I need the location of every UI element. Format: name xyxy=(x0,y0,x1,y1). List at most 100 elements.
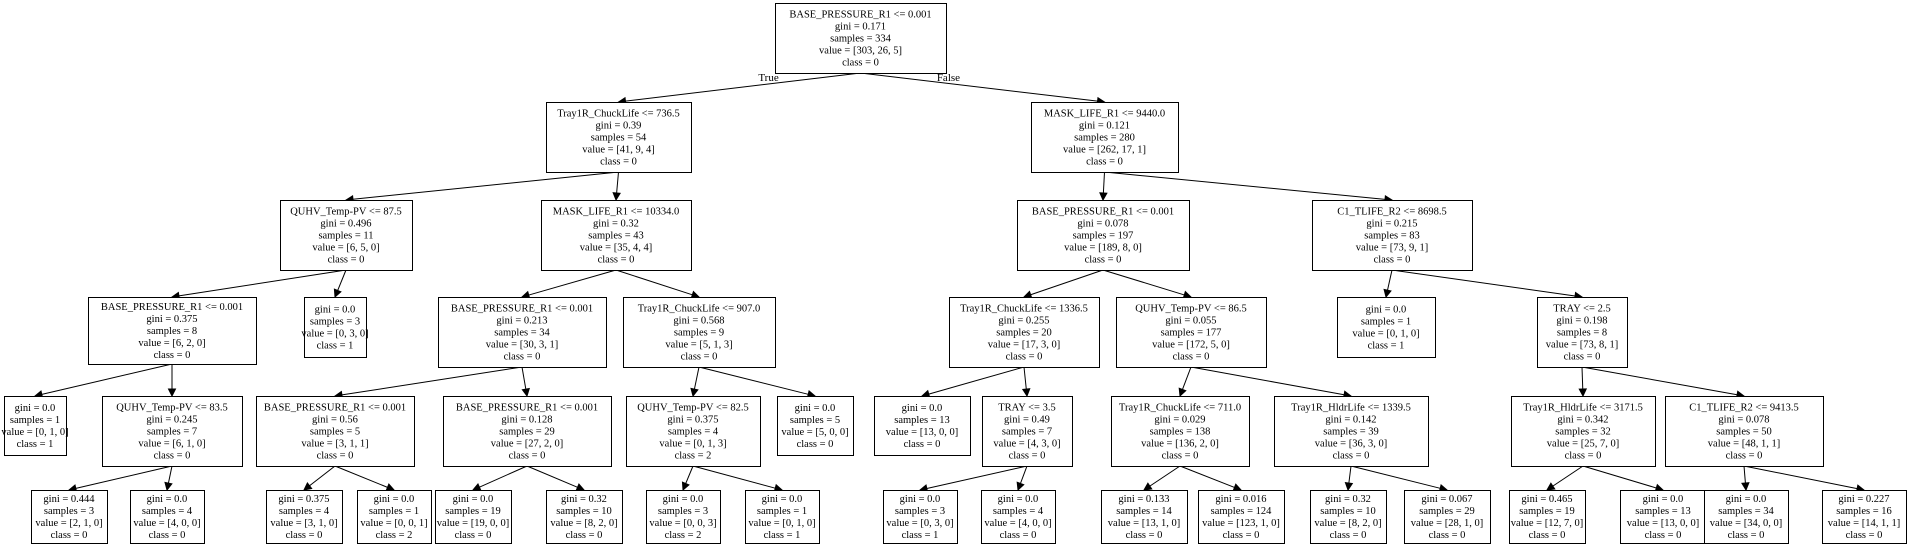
node-box xyxy=(443,396,612,467)
node-line: Tray1R_ChuckLife <= 907.0 xyxy=(638,304,761,315)
node-line: samples = 34 xyxy=(494,328,550,339)
edge-n25-n41 xyxy=(1552,465,1584,487)
edge-n5-n11 xyxy=(1030,269,1104,296)
edge-n18-n32 xyxy=(526,465,578,488)
arrowhead-icon xyxy=(690,387,699,398)
node-line: value = [41, 9, 4] xyxy=(582,145,654,156)
node-line: gini = 0.0 xyxy=(1726,494,1767,505)
node-line: samples = 8 xyxy=(1557,328,1607,339)
node-line: C1_TLIFE_R2 <= 9413.5 xyxy=(1689,403,1799,414)
node-line: gini = 0.0 xyxy=(374,494,415,505)
node-line: BASE_PRESSURE_R1 <= 0.001 xyxy=(101,302,243,313)
node-line: gini = 0.121 xyxy=(1079,121,1130,132)
edge-n6-n13 xyxy=(1387,269,1393,291)
node-box xyxy=(1511,396,1656,467)
edge-n14-n26 xyxy=(1581,366,1738,396)
node-line: class = 1 xyxy=(902,530,939,541)
arrowhead-icon xyxy=(1021,388,1031,398)
node-line: samples = 3 xyxy=(310,317,360,328)
arrowhead-icon xyxy=(1344,482,1354,492)
node-line: samples = 138 xyxy=(1150,427,1211,438)
node-line: gini = 0.215 xyxy=(1366,219,1417,230)
node-line: samples = 5 xyxy=(790,415,840,426)
node-line: class = 0 xyxy=(154,451,191,462)
node-line: gini = 0.142 xyxy=(1325,415,1376,426)
node-line: gini = 0.496 xyxy=(320,219,371,230)
node-line: class = 0 xyxy=(1565,451,1602,462)
node-box xyxy=(775,3,947,74)
node-line: gini = 0.32 xyxy=(593,219,639,230)
node-line: samples = 197 xyxy=(1073,231,1134,242)
node-line: samples = 29 xyxy=(1419,506,1475,517)
node-line: samples = 177 xyxy=(1161,328,1222,339)
node-line: MASK_LIFE_R1 <= 10334.0 xyxy=(553,207,679,218)
edge-n19-n34 xyxy=(692,465,776,489)
node-line: Tray1R_HldrLife <= 1339.5 xyxy=(1291,403,1411,414)
node-box xyxy=(1031,102,1179,173)
node-box xyxy=(357,490,432,544)
node-line: samples = 50 xyxy=(1716,427,1772,438)
arrowhead-icon xyxy=(575,483,586,492)
edge-n1-n3 xyxy=(352,171,619,200)
node-line: class = 0 xyxy=(904,439,941,450)
node-line: samples = 10 xyxy=(556,506,612,517)
node-line: gini = 0.067 xyxy=(1421,494,1472,505)
node-line: value = [8, 2, 0] xyxy=(1314,518,1381,529)
node-box xyxy=(1312,200,1473,271)
node-line: value = [3, 1, 1] xyxy=(301,439,368,450)
node-line: QUHV_Temp-PV <= 83.5 xyxy=(116,403,228,414)
node-line: TRAY <= 2.5 xyxy=(1553,304,1610,315)
node-line: class = 0 xyxy=(1162,451,1199,462)
node-line: value = [13, 0, 0] xyxy=(886,427,958,438)
node-line: value = [13, 0, 0] xyxy=(1627,518,1699,529)
arrowhead-icon xyxy=(1178,387,1187,398)
node-line: class = 0 xyxy=(154,350,191,361)
edge-n16-n28 xyxy=(167,465,173,484)
node-line: class = 0 xyxy=(1374,255,1411,266)
node-line: value = [5, 0, 0] xyxy=(781,427,848,438)
node-line: gini = 0.375 xyxy=(146,314,197,325)
node-line: value = [6, 5, 0] xyxy=(312,243,379,254)
node-line: QUHV_Temp-PV <= 87.5 xyxy=(290,207,402,218)
edge-n14-n25 xyxy=(1581,366,1584,390)
node-line: gini = 0.0 xyxy=(998,494,1039,505)
node-line: value = [136, 2, 0] xyxy=(1141,439,1219,450)
node-line: class = 0 xyxy=(600,157,637,168)
node-line: value = [28, 1, 0] xyxy=(1411,518,1483,529)
node-box xyxy=(256,396,415,467)
node-line: samples = 3 xyxy=(44,506,94,517)
node-box xyxy=(280,200,413,271)
node-line: class = 0 xyxy=(328,255,365,266)
node-line: gini = 0.375 xyxy=(278,494,329,505)
node-line: value = [262, 17, 1] xyxy=(1063,145,1146,156)
node-line: samples = 4 xyxy=(668,427,719,438)
node-line: gini = 0.227 xyxy=(1838,494,1889,505)
node-line: samples = 1 xyxy=(757,506,807,517)
node-box xyxy=(949,297,1100,368)
node-box xyxy=(1404,490,1491,544)
node-line: TRAY <= 3.5 xyxy=(998,403,1055,414)
node-line: value = [172, 5, 0] xyxy=(1152,340,1230,351)
node-line: samples = 1 xyxy=(1361,317,1411,328)
node-line: gini = 0.078 xyxy=(1718,415,1769,426)
edge-n26-n44 xyxy=(1743,465,1858,490)
node-line: value = [73, 9, 1] xyxy=(1356,243,1428,254)
node-line: value = [12, 7, 0] xyxy=(1511,518,1583,529)
node-line: samples = 29 xyxy=(499,427,555,438)
node-line: samples = 8 xyxy=(147,326,197,337)
node-line: value = [8, 2, 0] xyxy=(550,518,617,529)
